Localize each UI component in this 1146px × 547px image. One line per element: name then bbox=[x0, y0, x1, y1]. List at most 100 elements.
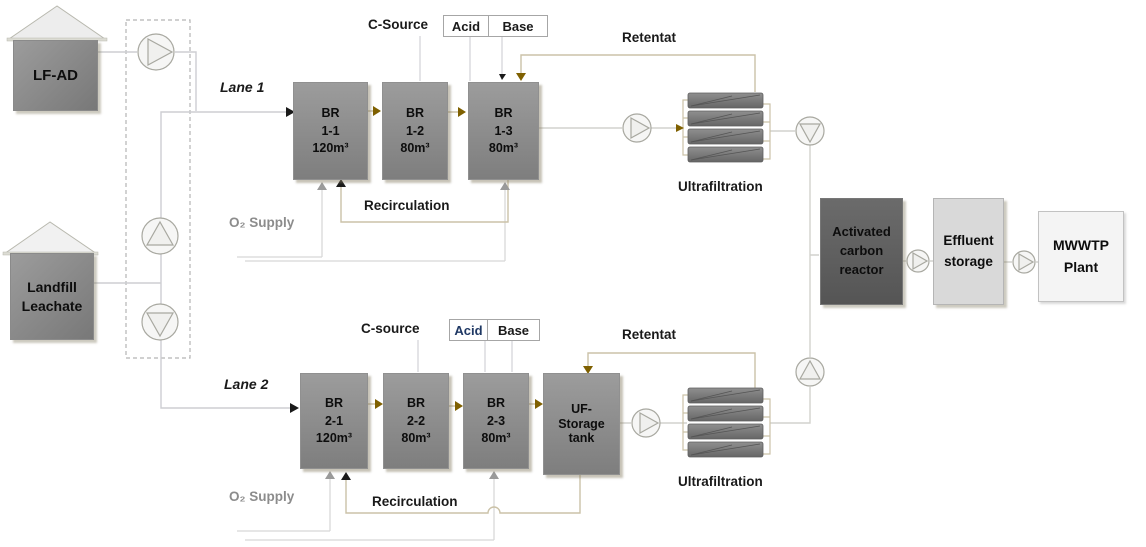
uf-membrane-modules-lane1 bbox=[687, 92, 764, 163]
tank-id: 2-3 bbox=[486, 413, 506, 428]
tank-name: BR bbox=[486, 396, 506, 411]
tank-volume: 80m³ bbox=[481, 431, 511, 446]
dosing-lines bbox=[417, 36, 513, 372]
feed-arrow-lane2 bbox=[290, 403, 299, 413]
uf-module bbox=[687, 92, 764, 109]
lane2-label: Lane 2 bbox=[224, 376, 269, 392]
pumps bbox=[137, 33, 1036, 438]
retentat-label-lane1: Retentat bbox=[622, 30, 677, 45]
o2-supply-lines bbox=[237, 189, 506, 541]
o2-arrow-br-1-1 bbox=[317, 182, 327, 190]
uf-module bbox=[687, 405, 764, 422]
bioreactor-2-3: BR 2-3 80m³ bbox=[463, 373, 529, 469]
retentate-recirculation-pipes bbox=[340, 54, 756, 514]
recirculation-arrow-lane1 bbox=[336, 179, 346, 187]
tank-id: 2-2 bbox=[406, 413, 426, 428]
pump-icon-acr-outlet bbox=[906, 249, 930, 273]
gray-arrows bbox=[317, 182, 510, 479]
uf-storage-tank: UF- Storage tank bbox=[543, 373, 620, 475]
effluent-storage: Effluent storage bbox=[933, 198, 1004, 305]
c-source-label-lane2: C-source bbox=[361, 321, 420, 336]
transfer-arrow-1-2-to-1-3 bbox=[458, 107, 466, 117]
feed-pipes bbox=[92, 51, 290, 409]
landfill-roof-icon bbox=[2, 221, 99, 256]
activated-carbon-reactor-label: Activated carbon reactor bbox=[832, 224, 891, 277]
uf-module bbox=[687, 423, 764, 440]
tank-name: BR bbox=[321, 106, 340, 121]
tank-id: 1-2 bbox=[405, 123, 425, 138]
tank-name: BR bbox=[406, 396, 426, 411]
bioreactor-2-2: BR 2-2 80m³ bbox=[383, 373, 449, 469]
pump-station-boundary bbox=[125, 19, 191, 359]
pump-icon-permeate-lane2 bbox=[795, 357, 825, 387]
tank-volume: 80m³ bbox=[401, 431, 431, 446]
o2-supply-label-lane2: O₂ Supply bbox=[229, 489, 295, 504]
uf-module bbox=[687, 128, 764, 145]
lf-ad-label: LF-AD bbox=[33, 66, 78, 84]
base-label-lane1: Base bbox=[488, 15, 548, 37]
uf-feed-arrow-lane1 bbox=[676, 124, 684, 132]
transfer-arrow-2-2-to-2-3 bbox=[455, 401, 463, 411]
pump-icon-permeate-lane1 bbox=[795, 116, 825, 146]
pump-icon-lfad bbox=[137, 33, 175, 71]
ultrafiltration-label-lane2: Ultrafiltration bbox=[678, 474, 763, 489]
o2-arrow-br-2-3 bbox=[489, 471, 499, 479]
acid-base-group-lane1: Acid Base bbox=[443, 15, 548, 37]
acid-base-group-lane2: Acid Base bbox=[449, 319, 540, 341]
uf-module bbox=[687, 441, 764, 458]
tank-volume: 80m³ bbox=[488, 141, 519, 156]
olive-arrows bbox=[373, 73, 684, 411]
landfill-leachate-source: Landfill Leachate bbox=[10, 253, 94, 340]
recirculation-label-lane2: Recirculation bbox=[372, 494, 458, 509]
o2-arrow-br-2-1 bbox=[325, 471, 335, 479]
tank-name: BR bbox=[494, 106, 513, 121]
base-dosing-arrow-lane1 bbox=[499, 74, 506, 80]
c-source-label-lane1: C-Source bbox=[368, 17, 429, 32]
acid-label-lane2: Acid bbox=[449, 319, 488, 341]
tank-name: BR bbox=[324, 396, 344, 411]
tank-volume: 120m³ bbox=[312, 141, 349, 156]
uf-module bbox=[687, 146, 764, 163]
process-pipes bbox=[537, 127, 1038, 424]
uf-manifold-lane2 bbox=[682, 394, 771, 455]
tank-id: 1-3 bbox=[494, 123, 513, 138]
tank-name: BR bbox=[405, 106, 425, 121]
black-arrows bbox=[286, 74, 506, 480]
activated-carbon-reactor: Activated carbon reactor bbox=[820, 198, 903, 305]
bioreactor-1-3: BR 1-3 80m³ bbox=[468, 82, 539, 180]
o2-supply-label-lane1: O₂ Supply bbox=[229, 215, 295, 230]
pump-icon-uf-feed-lane1 bbox=[622, 113, 652, 143]
bioreactor-2-1: BR 2-1 120m³ bbox=[300, 373, 368, 469]
lane1-label: Lane 1 bbox=[220, 79, 265, 95]
retentat-label-lane2: Retentat bbox=[622, 327, 677, 342]
recirculation-label-lane1: Recirculation bbox=[364, 198, 450, 213]
lf-ad-roof-icon bbox=[6, 5, 108, 42]
transfer-arrow-2-1-to-2-2 bbox=[375, 399, 383, 409]
bioreactor-1-1: BR 1-1 120m³ bbox=[293, 82, 368, 180]
tank-id: 2-1 bbox=[324, 413, 344, 428]
effluent-storage-label: Effluent storage bbox=[943, 233, 994, 269]
acid-label-lane1: Acid bbox=[443, 15, 489, 37]
landfill-leachate-label: Landfill Leachate bbox=[21, 279, 83, 314]
transfer-arrow-2-3-to-tank bbox=[535, 399, 543, 409]
uf-membrane-modules-lane2 bbox=[687, 387, 764, 458]
uf-storage-tank-label: UF- Storage tank bbox=[558, 402, 605, 446]
pump-icon-leachate-down bbox=[141, 303, 179, 341]
mwwtp-plant: MWWTP Plant bbox=[1038, 211, 1124, 302]
uf-module bbox=[687, 110, 764, 127]
transfer-arrow-1-1-to-1-2 bbox=[373, 106, 381, 116]
bioreactor-1-2: BR 1-2 80m³ bbox=[382, 82, 448, 180]
pump-icon-uf-feed-lane2 bbox=[631, 408, 661, 438]
tank-id: 1-1 bbox=[321, 123, 340, 138]
uf-module bbox=[687, 387, 764, 404]
base-label-lane2: Base bbox=[487, 319, 540, 341]
lf-ad-source: LF-AD bbox=[13, 40, 98, 111]
o2-arrow-br-1-3 bbox=[500, 182, 510, 190]
retentate-arrow-lane1 bbox=[516, 73, 526, 81]
mwwtp-plant-label: MWWTP Plant bbox=[1053, 236, 1109, 275]
tank-volume: 120m³ bbox=[315, 431, 353, 446]
tank-volume: 80m³ bbox=[400, 141, 430, 156]
ultrafiltration-label-lane1: Ultrafiltration bbox=[678, 179, 763, 194]
